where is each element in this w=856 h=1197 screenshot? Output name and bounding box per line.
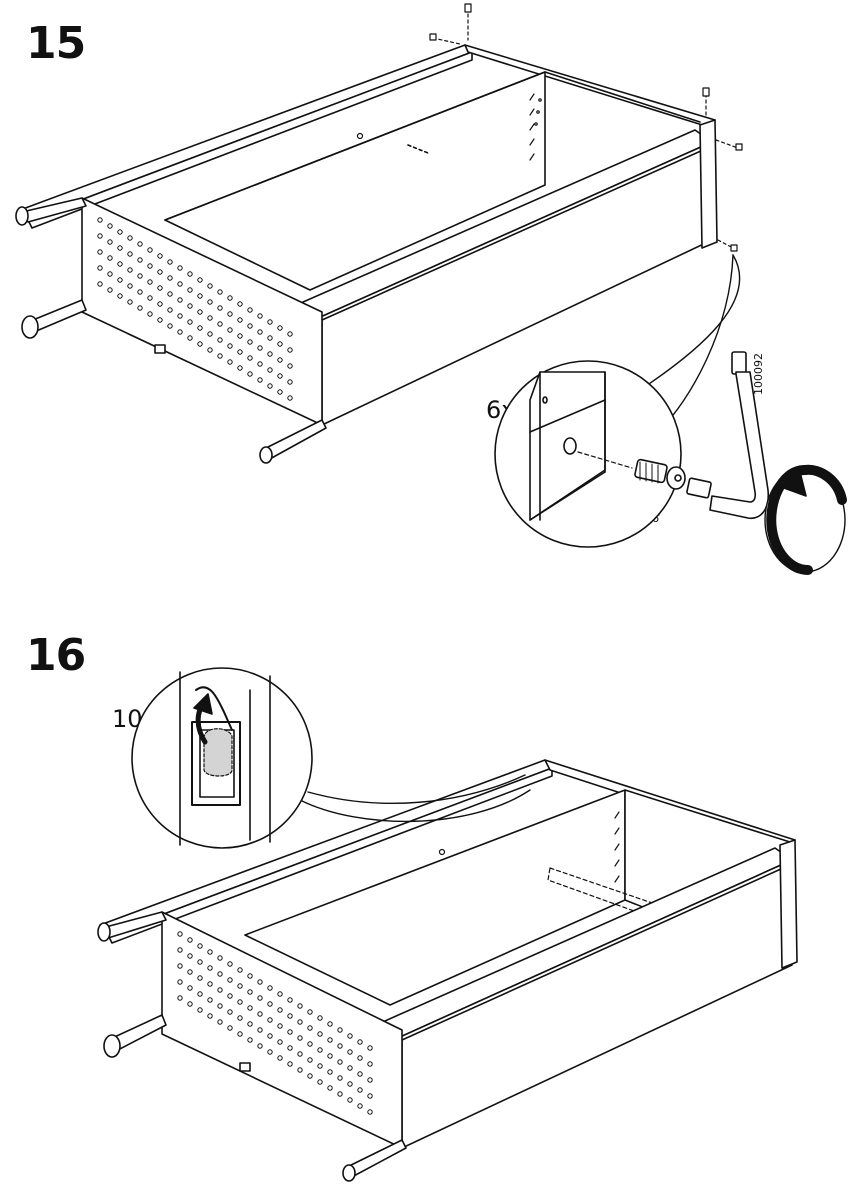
step-16-number: 16 xyxy=(26,630,86,681)
step-16-frame-illustration xyxy=(97,759,798,1182)
step-15-detail-circle xyxy=(494,360,682,548)
hook-up-arrow-icon xyxy=(193,693,213,745)
rotate-clockwise-arrow-icon xyxy=(764,464,847,575)
allen-key-icon xyxy=(686,351,770,519)
step-16-detail-circle xyxy=(131,667,313,849)
screw-part xyxy=(634,458,686,490)
step-15-number: 15 xyxy=(26,18,86,69)
step-15-frame-illustration xyxy=(15,3,743,464)
